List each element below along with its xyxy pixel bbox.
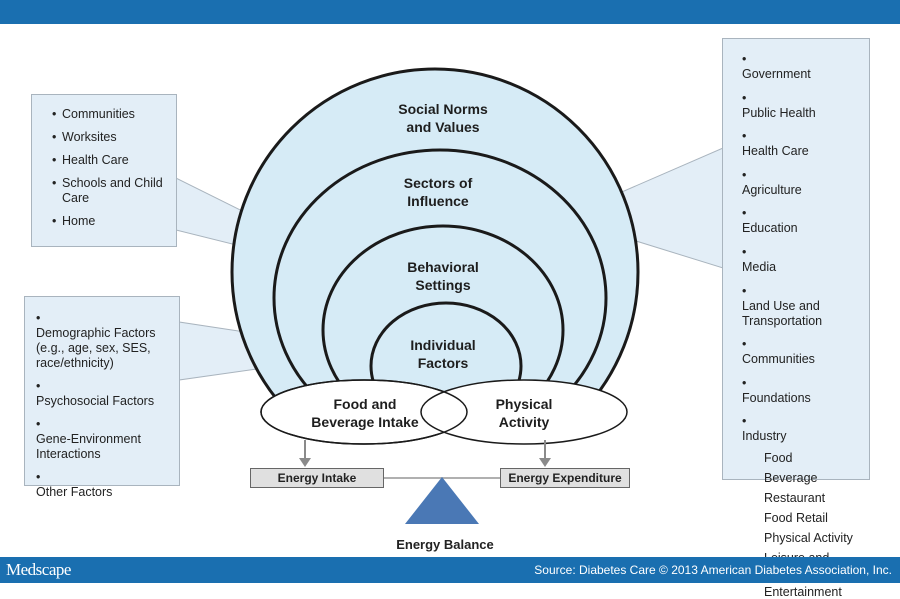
sub-list-item: Restaurant [764, 490, 826, 505]
label-line: Individual [410, 337, 476, 353]
individual-factors-panel: •Demographic Factors (e.g., age, sex, SE… [24, 296, 180, 499]
label-line: Behavioral [407, 259, 479, 275]
label-individual-factors: Individual Factors [353, 336, 533, 372]
energy-balance-label: Energy Balance [396, 537, 494, 552]
list-item: •Worksites [52, 130, 117, 144]
list-item: •Demographic Factors (e.g., age, sex, SE… [36, 311, 156, 370]
list-item: •Other Factors [36, 470, 113, 499]
label-behavioral-settings: Behavioral Settings [353, 258, 533, 294]
label-line: Settings [415, 277, 471, 293]
oval-food-outline [260, 379, 468, 445]
label-social-norms: Social Norms and Values [353, 100, 533, 136]
label-line: Sectors of [403, 175, 473, 191]
source-credit: Source: Diabetes Care © 2013 American Di… [534, 563, 892, 577]
label-line: Food and [333, 396, 397, 412]
oval-physical-activity [420, 379, 628, 445]
sectors-examples-panel: •Government •Public Health •Health Care … [722, 38, 870, 599]
list-item: •Schools and Child Care [52, 176, 163, 205]
label-line: Physical [495, 396, 553, 412]
arrow-physical-head [539, 458, 551, 467]
list-item: •Communities [52, 107, 135, 121]
sub-list-item: Entertainment [764, 584, 842, 599]
label-line: Social Norms [398, 101, 488, 117]
settings-examples-panel: •Communities •Worksites •Health Care •Sc… [31, 94, 177, 247]
list-item: •Government [742, 52, 811, 81]
label-sectors-of-influence: Sectors of Influence [348, 174, 528, 210]
energy-intake-box: Energy Intake [250, 468, 384, 488]
footer-bar: Medscape Source: Diabetes Care © 2013 Am… [0, 557, 900, 583]
sub-list-item: Physical Activity [764, 530, 853, 545]
label-line: and Values [406, 119, 480, 135]
medscape-logo: Medscape [6, 560, 71, 579]
sub-list-item: Food Retail [764, 510, 828, 525]
sub-list-item: Food [764, 450, 793, 465]
header-bar [0, 0, 900, 24]
label-line: Influence [407, 193, 469, 209]
list-item: •Health Care [742, 129, 809, 159]
balance-fulcrum [405, 477, 479, 524]
label-line: Beverage Intake [311, 414, 419, 430]
energy-expenditure-box: Energy Expenditure [500, 468, 630, 488]
list-item: •Public Health [742, 90, 816, 120]
diagram-canvas [175, 67, 724, 524]
list-item: •Agriculture [742, 167, 802, 197]
arrow-food-head [299, 458, 311, 467]
list-item: •Foundations [742, 375, 811, 405]
list-item: •Psychosocial Factors [36, 379, 155, 408]
list-item: •Health Care [52, 153, 129, 167]
label-line: Factors [417, 355, 469, 371]
list-item: •Gene-Environment Interactions [36, 417, 141, 461]
list-item: •Education [742, 206, 798, 236]
label-physical-activity: Physical Activity [434, 395, 614, 431]
label-line: Activity [498, 414, 550, 430]
sub-list-item: Beverage [764, 470, 818, 485]
label-food-beverage: Food and Beverage Intake [275, 395, 455, 431]
list-item: •Land Use and Transportation [742, 283, 823, 328]
list-item: •Industry [742, 414, 787, 444]
list-item: •Media [742, 244, 777, 274]
list-item: •Home [52, 214, 96, 228]
list-item: •Communities [742, 337, 815, 367]
